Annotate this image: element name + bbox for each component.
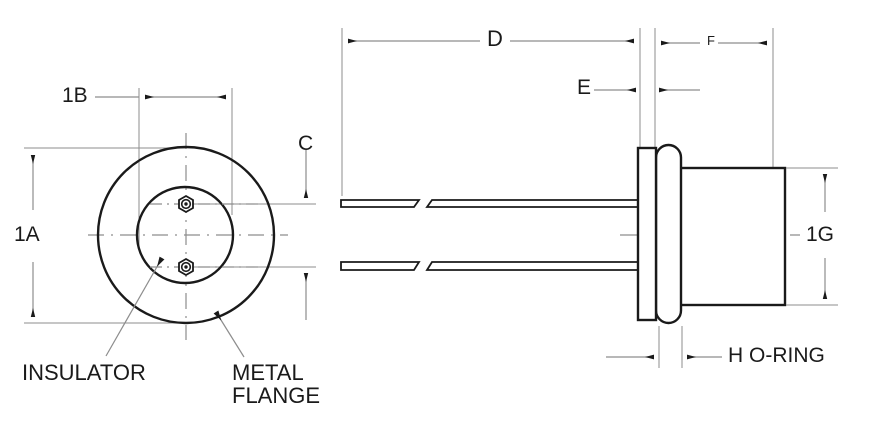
body-cylinder — [678, 166, 787, 307]
dim-d-extension-lines — [341, 28, 641, 196]
pin-lower — [150, 257, 258, 277]
dim-label-h-oring: H O-RING — [728, 344, 825, 367]
side-view-group — [340, 28, 838, 368]
pin-upper — [150, 194, 258, 214]
callout-label-metal-flange: METAL FLANGE — [232, 360, 321, 409]
metal-flange-circle — [96, 145, 276, 325]
dim-label-1a: 1A — [14, 223, 40, 246]
front-view-group — [24, 88, 316, 358]
dim-label-f: F — [707, 33, 715, 48]
dim-1g-extension-lines — [786, 167, 838, 306]
dim-f-extension-lines — [654, 28, 774, 172]
dim-label-d: D — [487, 26, 503, 51]
dim-label-c: C — [298, 132, 314, 155]
insulator-circle — [135, 185, 235, 285]
front-view-centerlines — [88, 133, 288, 340]
dim-label-1b: 1B — [62, 84, 88, 107]
dim-label-1g: 1G — [806, 223, 835, 246]
o-ring — [654, 143, 683, 325]
dim-label-e: E — [577, 76, 592, 99]
dim-h-extension-lines — [658, 326, 683, 368]
lead-upper — [340, 199, 639, 208]
callout-label-insulator: INSULATOR — [22, 360, 146, 385]
flange-plate — [636, 146, 658, 322]
metal-flange-leader-line — [213, 310, 245, 358]
lead-lower — [340, 261, 639, 271]
insulator-leader-line — [105, 256, 165, 357]
dim-1a-extension-lines — [24, 147, 186, 324]
